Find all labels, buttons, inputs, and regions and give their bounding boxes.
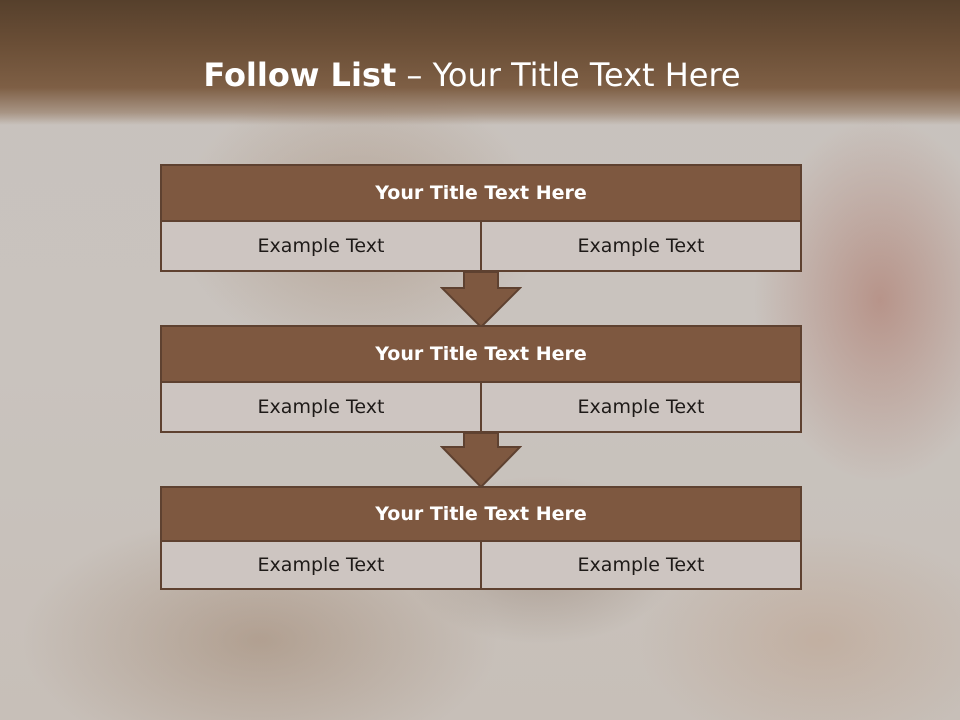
step-title: Your Title Text Here (160, 486, 802, 542)
step-block-3: Your Title Text Here Example Text Exampl… (160, 486, 802, 590)
step-title: Your Title Text Here (160, 325, 802, 383)
slide-title: Follow List – Your Title Text Here (0, 52, 944, 98)
step-cell-left: Example Text (160, 383, 482, 433)
title-rest: Your Title Text Here (432, 56, 741, 94)
step-block-2: Your Title Text Here Example Text Exampl… (160, 325, 802, 433)
step-cell-right: Example Text (482, 383, 802, 433)
step-row: Example Text Example Text (160, 542, 802, 590)
down-arrow-icon (440, 272, 522, 328)
down-arrow-icon (440, 433, 522, 489)
step-cell-left: Example Text (160, 542, 482, 590)
step-row: Example Text Example Text (160, 222, 802, 272)
header-band (0, 0, 960, 125)
step-cell-left: Example Text (160, 222, 482, 272)
step-cell-right: Example Text (482, 222, 802, 272)
step-block-1: Your Title Text Here Example Text Exampl… (160, 164, 802, 272)
step-cell-right: Example Text (482, 542, 802, 590)
title-bold: Follow List (203, 56, 397, 94)
step-title: Your Title Text Here (160, 164, 802, 222)
title-dash: – (406, 56, 423, 94)
step-row: Example Text Example Text (160, 383, 802, 433)
